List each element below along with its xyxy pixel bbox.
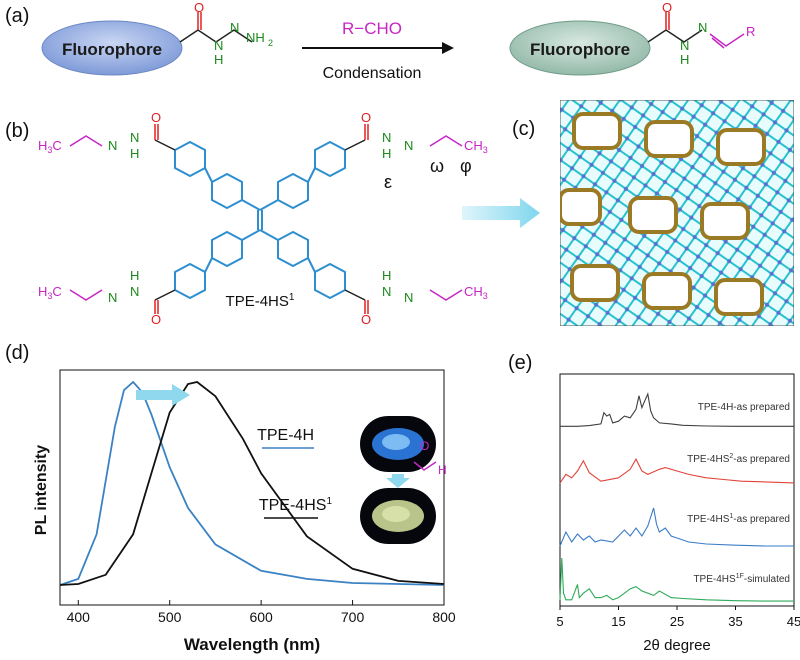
trace-label: TPE-4H-as prepared [698,402,790,413]
reaction-scheme: Fluorophore O N H N NH 2 R−CHO Condensat… [41,0,755,82]
methyl-label: H3C [38,138,62,155]
x-tick-label: 25 [670,614,684,629]
panel-label-e: (e) [508,352,533,374]
atom-subscript: 2 [268,38,273,48]
x-tick-label: 5 [556,614,563,629]
atom-o: O [662,0,672,15]
atom-h: H [382,268,391,283]
x-tick-label: 700 [341,609,365,625]
aldehyde-h: H [438,463,447,477]
atom-h: H [130,146,139,161]
atom-n: N [214,38,223,53]
trace-label: TPE-4HS1F-simulated [693,573,790,585]
atom-n: N [698,20,707,35]
atom-n: N [230,20,239,35]
atom-o: O [151,110,161,125]
trace-label: TPE-4HS1-as prepared [687,513,790,525]
pl-spectrum-chart: 400 500 600 700 800 Wavelength (nm) PL inten… [33,369,456,654]
legend-label: TPE-4HS1 [259,496,333,514]
atom-n: N [382,130,391,145]
atom-o: O [361,312,371,325]
reagent-label: R−CHO [342,19,402,38]
atom-h: H [130,268,139,283]
atom-o: O [151,312,161,325]
methyl-label: CH3 [464,138,488,155]
atom-o: O [194,0,204,15]
series-line [59,380,445,586]
atom-n: N [382,284,391,299]
atom-o: O [361,110,371,125]
pattern-line [560,392,794,427]
atom-h: H [214,52,223,67]
atom-n: N [108,290,117,305]
trace-label: TPE-4HS2-as prepared [687,453,790,465]
atom-r: R [746,24,755,39]
legend-label: TPE-4H [257,427,314,444]
down-arrow [386,474,410,488]
aldehyde-o: O [420,439,429,453]
plot-frame [59,369,445,606]
y-axis-label: PL intensity [33,445,50,535]
fluorophore-label-right: Fluorophore [530,40,630,59]
shift-arrow [136,384,190,406]
panel-label-d: (d) [5,342,30,364]
atom-h: H [382,146,391,161]
atom-nh2: NH [246,30,265,45]
atom-n: N [404,138,413,153]
pattern-line [559,507,794,547]
atom-n: N [108,138,117,153]
fluorophore-label-left: Fluorophore [62,40,162,59]
atom-h: H [680,52,689,67]
pattern-line [559,557,794,602]
methyl-label: CH3 [464,284,488,301]
greek-omega: ω [430,156,444,176]
series-line [59,381,445,586]
methyl-label: H3C [38,284,62,301]
panel-label-b: (b) [5,120,30,142]
panel-label-a: (a) [5,5,30,27]
x-tick-label: 35 [728,614,742,629]
greek-epsilon: ε [384,172,392,192]
panel-label-c: (c) [512,118,536,140]
x-tick-label: 400 [67,609,91,625]
transition-arrow [462,198,540,228]
condition-label: Condensation [323,65,422,82]
x-tick-label: 800 [432,609,456,625]
compound-label: TPE-4HS1 [226,292,295,310]
x-axis-label: 2θ degree [643,637,711,654]
x-tick-label: 500 [158,609,182,625]
fluorophore-ellipse-left [41,20,183,76]
x-tick-label: 45 [787,614,800,629]
fluorophore-ellipse-right [509,20,651,76]
x-tick-label: 15 [611,614,625,629]
crystal-packing-image [560,100,794,326]
pattern-line [559,457,795,484]
atom-n: N [130,284,139,299]
molecule-structure: O O O O N N H N H N H N N H N N H3C CH3 … [38,110,488,325]
atom-n: N [404,290,413,305]
pxrd-chart: 5 15 25 35 45 TPE-4H-as prepared TPE-4HS2-as… [556,373,800,654]
x-tick-label: 600 [249,609,273,625]
reaction-arrow [442,42,454,54]
greek-phi: φ [460,156,472,176]
atom-n: N [680,38,689,53]
atom-n: N [130,130,139,145]
x-axis-label: Wavelength (nm) [184,635,320,654]
